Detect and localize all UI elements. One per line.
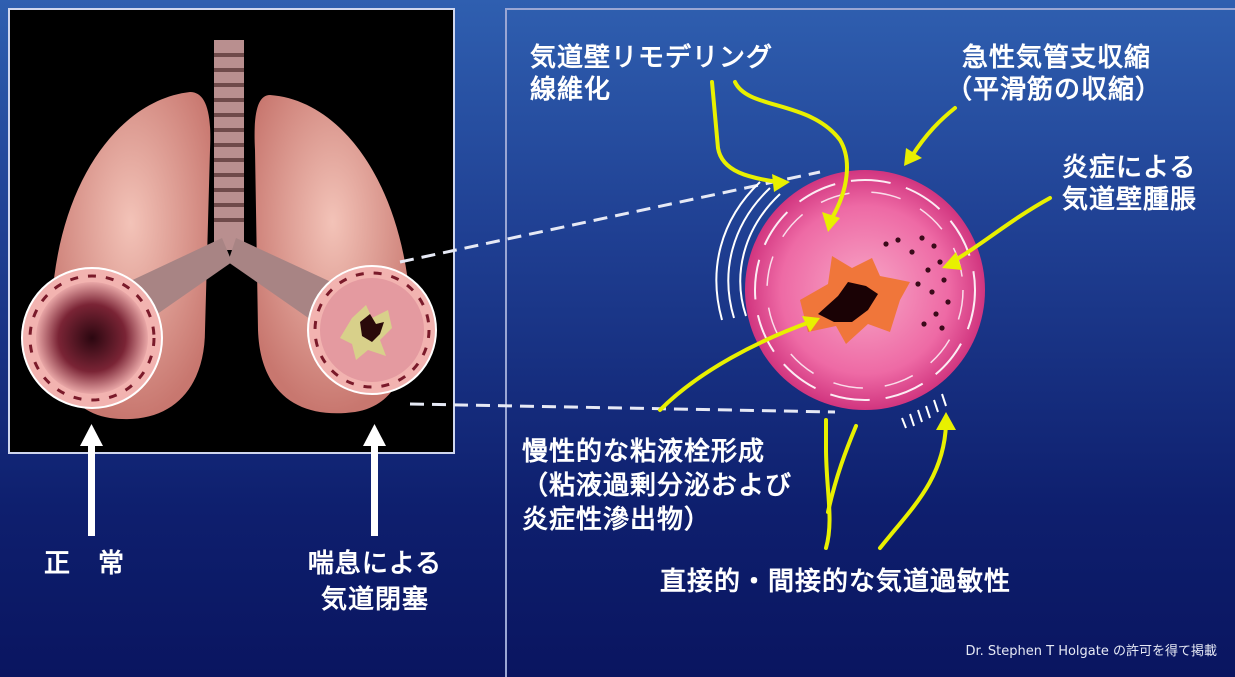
label-bronchoconstriction-line1: 急性気管支収縮 bbox=[962, 42, 1151, 74]
label-asthma-line2: 気道閉塞 bbox=[290, 584, 460, 616]
label-remodeling-line2: 線維化 bbox=[530, 74, 611, 106]
white-up-arrows bbox=[80, 424, 386, 536]
label-hyperresponsiveness: 直接的・間接的な気道過敏性 bbox=[660, 566, 1011, 598]
label-bronchoconstriction-line2: （平滑筋の収縮） bbox=[946, 74, 1162, 106]
label-asthma-line1: 喘息による bbox=[290, 548, 460, 580]
image-credit: Dr. Stephen T Holgate の許可を得て掲載 bbox=[966, 640, 1218, 659]
label-normal: 正 常 bbox=[44, 548, 125, 580]
normal-airway-section bbox=[22, 268, 162, 408]
label-edema-line2: 気道壁腫脹 bbox=[1062, 184, 1197, 216]
label-mucus-line3: 炎症性滲出物） bbox=[522, 504, 711, 536]
label-mucus-line1: 慢性的な粘液栓形成 bbox=[522, 436, 765, 468]
label-mucus-line2: （粘液過剰分泌および bbox=[522, 470, 792, 502]
trachea bbox=[214, 40, 244, 250]
large-airway-section bbox=[745, 170, 985, 410]
label-remodeling-line1: 気道壁リモデリング bbox=[530, 42, 773, 74]
asthma-airway-section bbox=[308, 266, 436, 394]
label-edema-line1: 炎症による bbox=[1062, 152, 1196, 184]
